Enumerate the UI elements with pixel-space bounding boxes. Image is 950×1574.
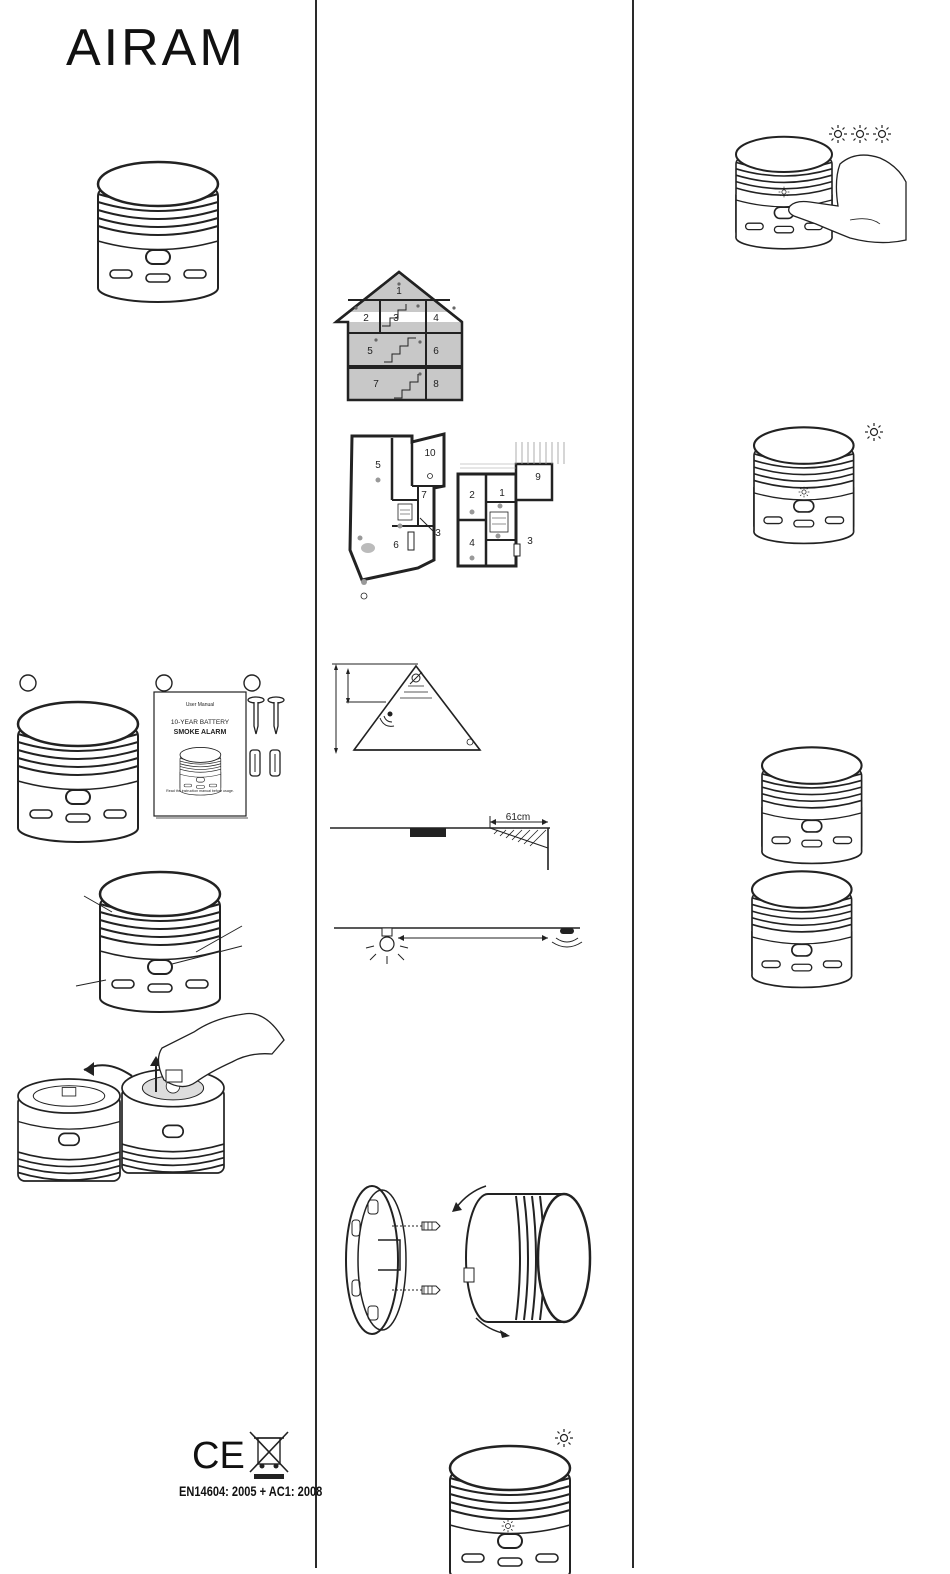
smoke-alarm-illustration: [98, 146, 228, 296]
alarm-sound-icon: [552, 928, 582, 947]
mounting-screw-icon: [392, 1222, 440, 1294]
room-label: 6: [393, 540, 399, 551]
house-floor-plan: 1 2 3 4 5 6 7 8: [334, 270, 464, 404]
item-marker-1: [20, 675, 36, 691]
weee-bin-icon: [250, 1432, 288, 1479]
room-label: 10: [424, 448, 436, 459]
manual-footnote: Read the instruction manual before usage…: [166, 789, 234, 793]
room-label: 2: [469, 490, 475, 501]
legend-marker-empty: [361, 593, 367, 599]
alarm-led-blink-illustration: [442, 1424, 592, 1574]
room-label: 5: [375, 460, 381, 471]
pitched-ceiling-diagram: [330, 660, 500, 760]
led-blink-icon: [865, 423, 883, 441]
alarm-single-blink-illustration: [752, 412, 902, 542]
ceiling-light-icon: [366, 928, 408, 964]
room-label: 7: [421, 490, 427, 501]
screw-icon: [248, 697, 284, 734]
room-label: 8: [433, 379, 439, 390]
triple-blink-icon: [829, 125, 891, 143]
alarm-comparison-bottom: [752, 858, 862, 982]
room-label: 9: [535, 472, 541, 483]
manual-title-line1: 10-YEAR BATTERY: [171, 719, 230, 726]
alarm-comparison-top: [762, 734, 872, 858]
alarm-parts-diagram: [76, 856, 256, 1006]
airam-logo: AIRAM: [66, 22, 246, 74]
test-button-press-illustration: [730, 120, 910, 250]
battery-activation-illustration: [14, 1000, 304, 1200]
column-divider-2: [632, 0, 634, 1568]
column-divider-1: [315, 0, 317, 1568]
ground-floor-plan: 5 10 7 3 6: [342, 430, 452, 600]
room-label: 4: [469, 538, 475, 549]
room-label: 4: [433, 313, 439, 324]
led-indicator-icon: [502, 1520, 515, 1533]
mounting-diagram: [328, 1180, 598, 1340]
certification-marks: CE: [192, 1430, 302, 1480]
light-distance-diagram: [330, 918, 590, 974]
alarm-marker: [410, 828, 446, 837]
package-contents-illustration: User Manual 10-YEAR BATTERY SMOKE ALARM …: [14, 670, 304, 830]
room-label: 7: [373, 379, 379, 390]
manual-header: User Manual: [186, 702, 214, 708]
room-label: 1: [499, 488, 505, 499]
wall-clearance-diagram: 61cm: [330, 808, 560, 872]
legend-marker-filled: [361, 579, 367, 585]
alarm-side-view: [464, 1194, 590, 1322]
room-label: 3: [527, 536, 533, 547]
manual-title-line2: SMOKE ALARM: [174, 729, 227, 736]
mounting-bracket: [346, 1186, 406, 1334]
room-label: 2: [363, 313, 369, 324]
led-indicator-icon: [799, 487, 810, 498]
item-marker-2: [156, 675, 172, 691]
user-manual-booklet: User Manual 10-YEAR BATTERY SMOKE ALARM …: [154, 692, 248, 818]
upper-floor-plan: 2 1 9 4 3: [450, 440, 580, 570]
led-blink-icon: [555, 1429, 573, 1447]
room-label: 5: [367, 346, 373, 357]
room-label: 3: [393, 313, 399, 324]
room-label: 6: [433, 346, 439, 357]
room-label: 3: [435, 528, 441, 539]
room-label: 1: [396, 286, 402, 297]
wall-plug-icon: [250, 750, 280, 776]
ce-mark-icon: CE: [192, 1435, 245, 1477]
item-marker-3: [244, 675, 260, 691]
clearance-distance-label: 61cm: [506, 812, 530, 823]
standard-label: EN14604: 2005 + AC1: 2008: [179, 1484, 322, 1499]
